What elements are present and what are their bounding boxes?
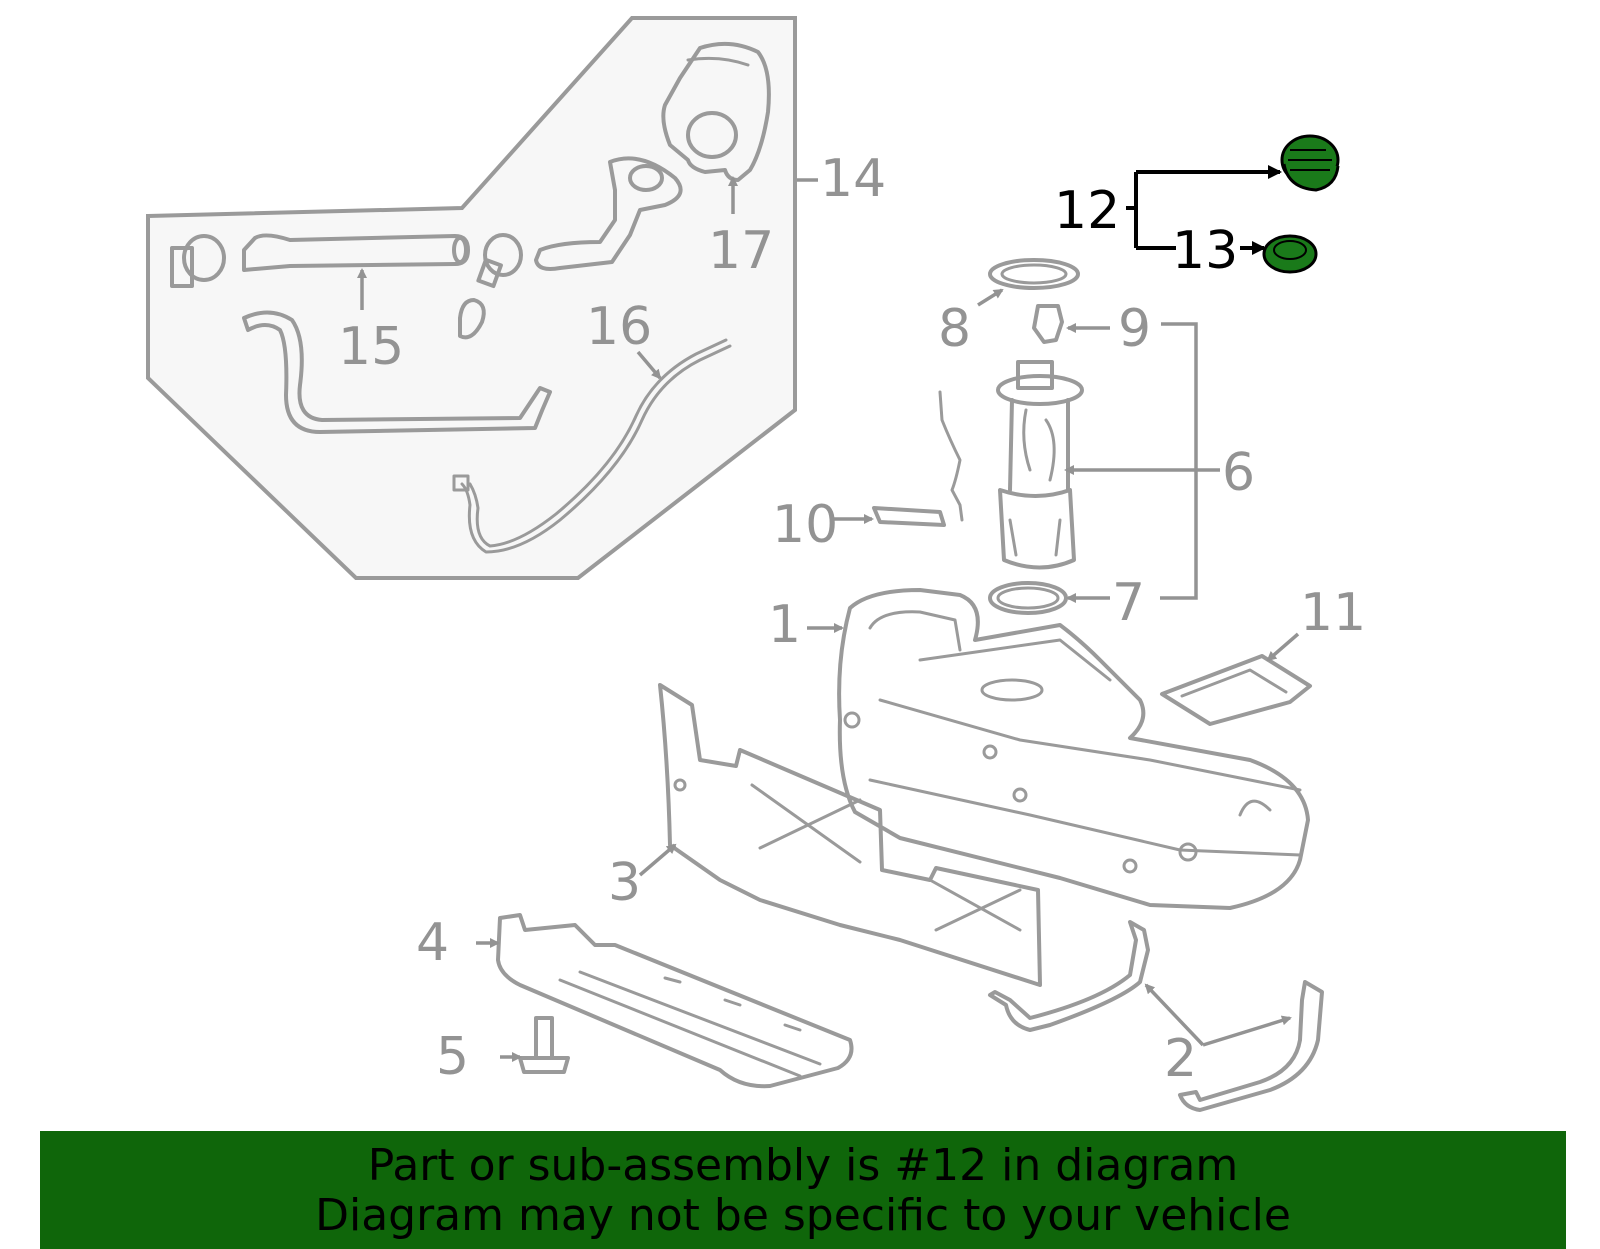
vapor-line [452, 338, 732, 554]
wiring-harness [872, 390, 964, 527]
footer-banner: Part or sub-assembly is #12 in diagram D… [40, 1131, 1566, 1249]
footer-line-2: Diagram may not be specific to your vehi… [315, 1190, 1291, 1241]
fuel-pump-module [996, 360, 1084, 570]
callout-1: 1 [768, 595, 801, 655]
callout-9: 9 [1118, 299, 1151, 359]
callout-5: 5 [436, 1027, 469, 1087]
callout-3: 3 [608, 853, 641, 913]
hose-clamp-right [476, 233, 523, 289]
leader-lines [357, 172, 1300, 1062]
footer-line-1: Part or sub-assembly is #12 in diagram [367, 1140, 1239, 1191]
callout-8: 8 [938, 299, 971, 359]
lock-ring [988, 258, 1080, 290]
callout-2: 2 [1164, 1029, 1197, 1089]
callout-15: 15 [338, 317, 404, 377]
heat-shield [1160, 654, 1312, 726]
callout-6: 6 [1222, 443, 1255, 503]
callout-11: 11 [1300, 583, 1366, 643]
filler-pipe [534, 156, 683, 271]
cap-gasket-highlighted [1262, 234, 1318, 274]
fuel-tank [837, 588, 1310, 910]
callout-4: 4 [416, 913, 449, 973]
fuel-pump-seal [988, 581, 1068, 615]
vent-tube [242, 310, 552, 434]
inset-panel-filler-assembly [146, 16, 797, 580]
grommet-small [458, 298, 486, 340]
pressure-sensor [1032, 304, 1064, 344]
hose-clamp-left [170, 234, 226, 288]
callout-17: 17 [708, 221, 774, 281]
callout-12: 12 [1054, 181, 1120, 241]
bolt [518, 1016, 570, 1074]
tank-strap-rear [1178, 980, 1324, 1112]
fuel-cap-highlighted [1280, 134, 1340, 192]
callout-numbers: 1 2 3 4 5 6 7 8 9 10 11 12 13 14 15 16 1… [338, 149, 1366, 1089]
callout-7: 7 [1112, 573, 1145, 633]
step-shield [496, 913, 854, 1089]
callout-14: 14 [820, 149, 886, 209]
filler-hose [242, 233, 470, 272]
callout-16: 16 [586, 297, 652, 357]
callout-13: 13 [1172, 221, 1238, 281]
callout-10: 10 [772, 495, 838, 555]
tank-strap-front [988, 920, 1150, 1032]
